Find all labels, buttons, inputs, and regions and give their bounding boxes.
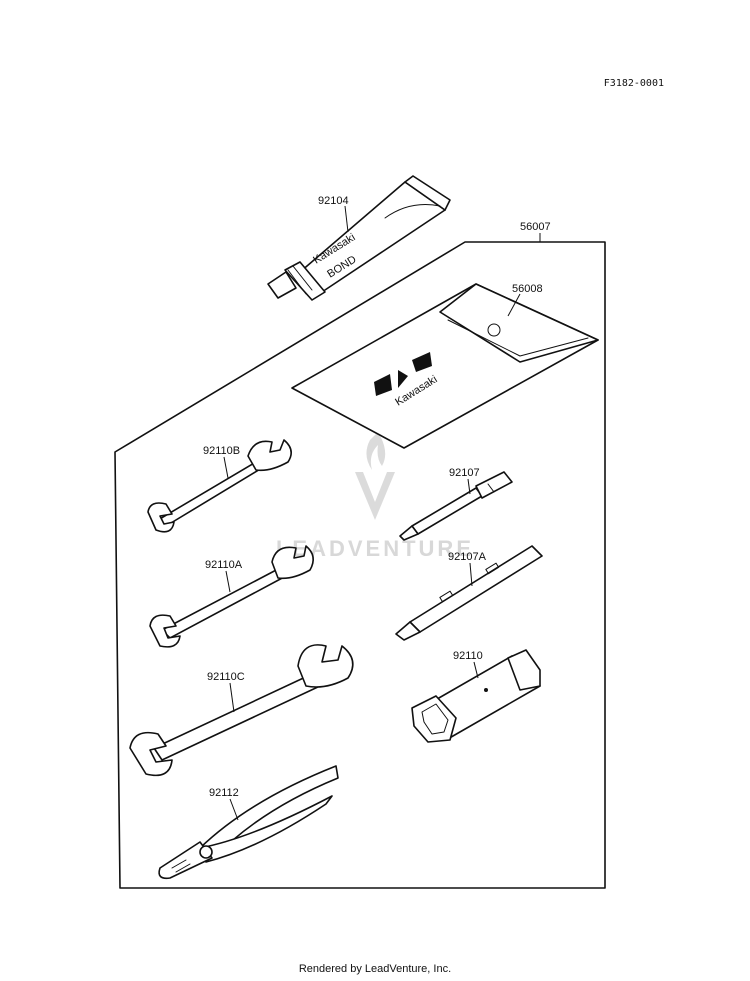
wrench-92110C (129, 644, 354, 777)
label-92107: 92107 (449, 467, 480, 479)
bond-tube: Kawasaki BOND (267, 175, 451, 301)
wrench-92110A (149, 545, 314, 648)
tool-case: Kawasaki (291, 283, 599, 449)
label-56008: 56008 (512, 283, 543, 295)
watermark-logo: LEADVENTURE (276, 432, 471, 561)
footer-credit: Rendered by LeadVenture, Inc. (298, 963, 452, 975)
label-92107A: 92107A (448, 551, 487, 563)
label-92110: 92110 (453, 650, 483, 662)
screwdriver-92107A (395, 545, 543, 641)
figure-code: F3182-0001 (604, 78, 664, 89)
label-56007: 56007 (520, 221, 551, 233)
label-92104: 92104 (318, 195, 349, 207)
label-92112: 92112 (209, 787, 239, 799)
wrench-92110B (147, 439, 292, 533)
tool-kit-outline (114, 241, 606, 889)
label-92110B: 92110B (203, 445, 240, 457)
label-92110A: 92110A (205, 559, 243, 571)
label-92110C: 92110C (207, 671, 245, 683)
pliers-92112 (158, 765, 339, 880)
box-wrench-92110 (411, 649, 541, 743)
screwdriver-92107 (399, 471, 513, 541)
